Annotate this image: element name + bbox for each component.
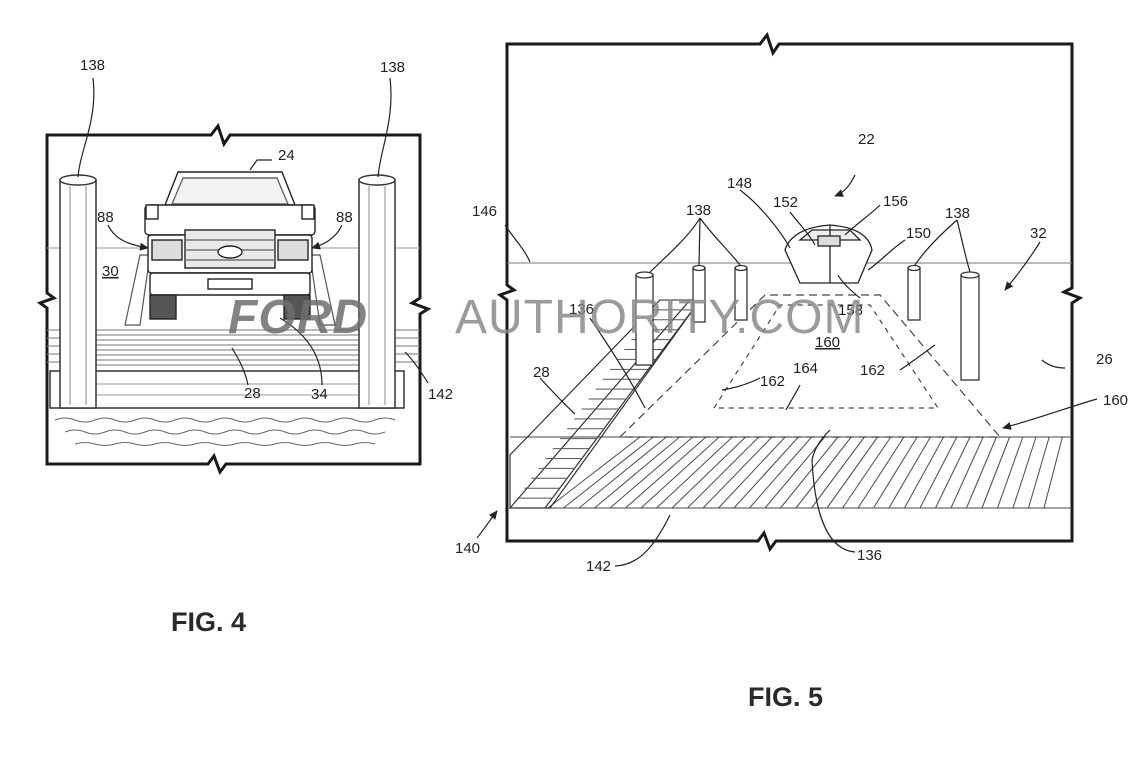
fig4-drawing: 138 138 24 88 88 30 28 34 142 FIG. 4 (40, 57, 453, 637)
deck-plank-line (564, 437, 654, 508)
fig5-label-28: 28 (533, 364, 550, 381)
deck-plank-line (1013, 437, 1036, 508)
deck-plank-line (688, 437, 759, 508)
deck-plank-line (719, 437, 786, 508)
fig5-label-140: 140 (455, 540, 480, 557)
deck-plank-line (703, 437, 772, 508)
deck-plank-line (967, 437, 997, 508)
deck-plank-line (843, 437, 891, 508)
fig5-label-26: 26 (1096, 351, 1113, 368)
deck-plank-line (1044, 437, 1062, 508)
fig4-label-138-right: 138 (380, 59, 405, 76)
deck-plank-line (672, 437, 746, 508)
fig4-label-30: 30 (102, 263, 119, 280)
fig4-label-88-left: 88 (97, 209, 114, 226)
deck-plank-line (951, 437, 983, 508)
deck-plank-line (812, 437, 865, 508)
fig5-label-138-right: 138 (945, 205, 970, 222)
fig4-label-138-left: 138 (80, 57, 105, 74)
fig5-label-142: 142 (586, 558, 611, 575)
fig4-label-28: 28 (244, 385, 261, 402)
fig5-label-146: 146 (472, 203, 497, 220)
fig4-post-left (60, 175, 96, 408)
deck-plank-line (827, 437, 878, 508)
deck-plank-line (858, 437, 904, 508)
fig5-label-148: 148 (727, 175, 752, 192)
fig5-label-32: 32 (1030, 225, 1047, 242)
fig5-label-164: 164 (793, 360, 818, 377)
fig4-platform (50, 371, 404, 408)
deck-plank-line (998, 437, 1023, 508)
fig5-label-162-right: 162 (860, 362, 885, 379)
fig5-label-138-left: 138 (686, 202, 711, 219)
deck-plank-line (982, 437, 1010, 508)
fig5-label-22: 22 (858, 131, 875, 148)
deck-plank-line (750, 437, 812, 508)
fig5-label-150: 150 (906, 225, 931, 242)
fig5-label-152: 152 (773, 194, 798, 211)
watermark-brand: FORD (228, 291, 368, 344)
fig4-water (55, 418, 395, 446)
fig4-label-24: 24 (278, 147, 295, 164)
fig4-caption: FIG. 4 (171, 607, 246, 637)
fig5-deck-planks (548, 437, 1062, 508)
fig4-label-88-right: 88 (336, 209, 353, 226)
deck-plank-line (796, 437, 851, 508)
fig4-label-142: 142 (428, 386, 453, 403)
fig5-label-156: 156 (883, 193, 908, 210)
fig5-boat (785, 225, 872, 283)
deck-plank-line (1029, 437, 1050, 508)
fig5-caption: FIG. 5 (748, 682, 823, 712)
watermark-text: AUTHORITY.COM (455, 291, 864, 344)
fig5-drawing: 22 146 148 152 156 150 158 138 138 32 13… (455, 35, 1128, 712)
fig5-label-160-arrow: 160 (1103, 392, 1128, 409)
fig4-label-34: 34 (311, 386, 328, 403)
fig5-label-136-front: 136 (857, 547, 882, 564)
deck-plank-line (936, 437, 971, 508)
fig5-label-162-left: 162 (760, 373, 785, 390)
deck-plank-line (920, 437, 957, 508)
watermark: FORD AUTHORITY.COM (228, 291, 864, 344)
